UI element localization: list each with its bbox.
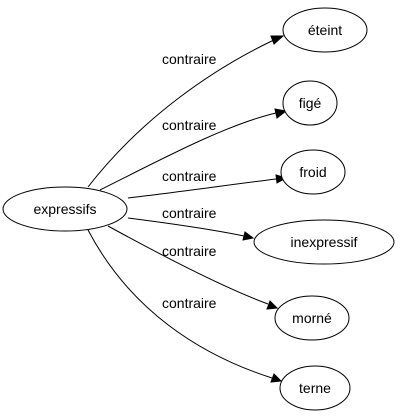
edge-eteint: contraire [87, 35, 285, 188]
edge-froid: contraire [127, 168, 288, 199]
node-ellipse [282, 7, 368, 53]
node-ellipse [253, 219, 395, 265]
edge-line [127, 217, 245, 237]
arrowhead-icon [274, 108, 288, 119]
edge-label: contraire [162, 51, 217, 67]
node-eteint: éteint [282, 7, 368, 53]
edge-label: contraire [162, 295, 217, 311]
node-label: figé [299, 95, 322, 111]
edge-line [107, 225, 269, 305]
node-label: morné [292, 310, 332, 326]
edge-label: contraire [162, 205, 217, 221]
node-morne: morné [274, 295, 350, 341]
edge-line [99, 112, 277, 191]
arrowhead-icon [242, 231, 255, 241]
edge-label: contraire [162, 243, 217, 259]
edge-label: contraire [162, 168, 217, 184]
edge-terne: contraire [87, 229, 283, 383]
node-ellipse [279, 365, 351, 411]
arrowhead-icon [275, 174, 288, 184]
node-ellipse [280, 149, 346, 195]
edge-morne: contraire [107, 225, 279, 310]
node-fige: figé [282, 80, 338, 126]
node-label: terne [299, 380, 331, 396]
arrowhead-icon [270, 35, 285, 45]
edge-fige: contraire [99, 108, 288, 191]
node-label: froid [299, 164, 326, 180]
node-inexpressif: inexpressif [253, 219, 395, 265]
arrowhead-icon [270, 373, 283, 383]
node-terne: terne [279, 365, 351, 411]
edge-line [87, 38, 277, 188]
node-ellipse [282, 80, 338, 126]
node-label: inexpressif [291, 234, 358, 250]
arrowhead-icon [266, 300, 279, 310]
node-label: éteint [308, 22, 342, 38]
edge-line [127, 178, 277, 199]
node-label: expressifs [33, 201, 96, 217]
node-froid: froid [280, 149, 346, 195]
node-ellipse [2, 186, 128, 232]
edge-label: contraire [162, 117, 217, 133]
edge-line [87, 229, 273, 379]
node-ellipse [274, 295, 350, 341]
node-source: expressifs [2, 186, 128, 232]
edge-inexpressif: contraire [127, 205, 255, 241]
